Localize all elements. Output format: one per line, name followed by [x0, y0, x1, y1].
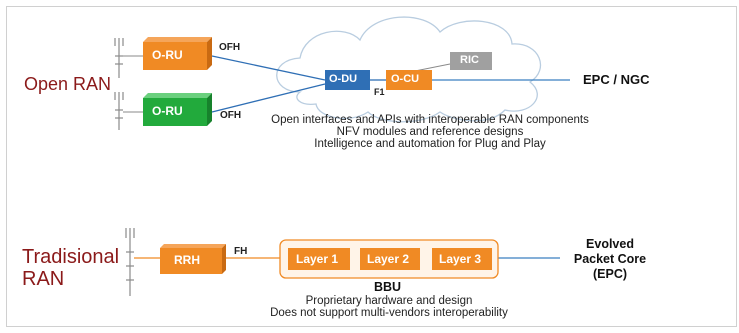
epc-label-line: Packet Core — [573, 252, 647, 266]
ric-label: RIC — [460, 54, 479, 66]
layer3-label: Layer 3 — [439, 252, 482, 266]
oru-top-label: O-RU — [152, 48, 183, 62]
rrh-label: RRH — [174, 253, 200, 267]
odu-box — [325, 70, 370, 90]
antenna-icon — [114, 92, 124, 130]
ric-box — [450, 52, 492, 70]
layer1-box — [288, 248, 350, 270]
description-line: Proprietary hardware and design — [305, 295, 473, 307]
layer2-box — [360, 248, 420, 270]
description-line: NFV modules and reference designs — [336, 126, 524, 138]
open-ran-description: Open interfaces and APIs with interopera… — [260, 114, 600, 150]
slide-frame — [6, 6, 737, 327]
rrh-box — [160, 244, 226, 274]
trad-ran-description: Proprietary hardware and design Does not… — [229, 295, 549, 319]
description-line: Intelligence and automation for Plug and… — [314, 138, 546, 150]
description-line: Open interfaces and APIs with interopera… — [271, 114, 589, 126]
antenna-icon — [125, 228, 135, 296]
bbu-label: BBU — [374, 280, 402, 294]
layer3-box — [432, 248, 492, 270]
description-line: Does not support multi-vendors interoper… — [270, 307, 508, 319]
trad-ran-label-line: RAN — [22, 268, 65, 290]
ofh-top-label: OFH — [219, 42, 241, 53]
f1-label: F1 — [374, 87, 385, 97]
epc-label-line: Evolved — [586, 237, 634, 251]
fh-label: FH — [234, 246, 248, 257]
layer2-label: Layer 2 — [367, 252, 410, 266]
epc-label-line: (EPC) — [592, 267, 628, 281]
epc-ngc-label: EPC / NGC — [583, 72, 650, 87]
odu-label: O-DU — [329, 73, 358, 85]
antenna-icon — [114, 38, 124, 78]
oru-top-box — [143, 37, 212, 70]
ocu-box — [386, 70, 432, 90]
epc-label: Evolved Packet Core (EPC) — [562, 237, 658, 282]
ofh-bottom-label: OFH — [220, 110, 242, 121]
trad-ran-label: Tradisional RAN — [22, 246, 119, 290]
layer1-label: Layer 1 — [296, 252, 339, 266]
ocu-label: O-CU — [391, 73, 420, 85]
cloud-shape — [276, 16, 542, 123]
oru-bottom-box — [143, 93, 212, 126]
oru-bottom-label: O-RU — [152, 104, 183, 118]
trad-ran-label-line: Tradisional — [22, 246, 120, 268]
open-ran-label: Open RAN — [24, 74, 112, 94]
